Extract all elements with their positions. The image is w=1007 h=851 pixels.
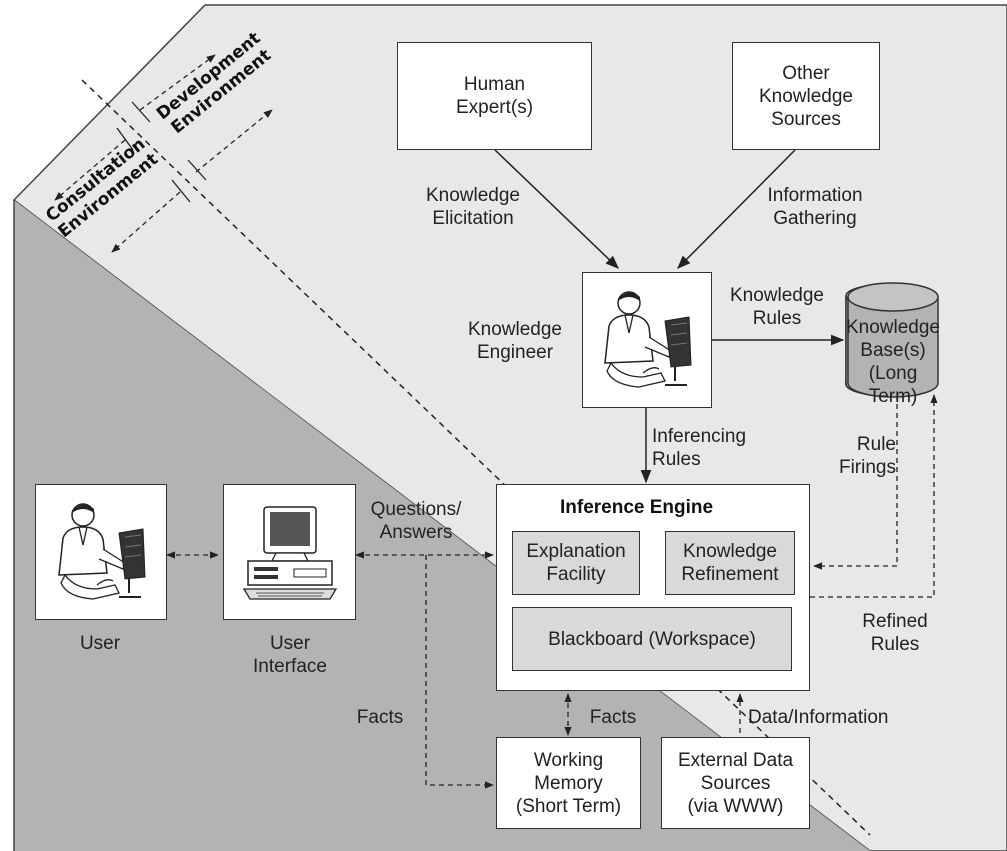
refined-rules-label: Refined Rules xyxy=(862,611,928,655)
user-label: User xyxy=(79,633,121,654)
blackboard-box: Blackboard (Workspace) xyxy=(512,607,792,671)
questions-answers-label: Questions/ Answers xyxy=(370,499,462,543)
consultation-arrow-upper xyxy=(54,139,126,201)
elicitation-arrow xyxy=(494,149,619,269)
knowledge-base-label: Knowledge Base(s) (Long Term) xyxy=(845,317,941,407)
inferencing-rules-label: Inferencing Rules xyxy=(652,426,747,470)
development-arrow-upper xyxy=(139,54,216,111)
other-knowledge-sources-box: Other Knowledge Sources xyxy=(732,42,880,150)
user-box xyxy=(35,484,167,620)
rule-firings-label: Rule Firings xyxy=(838,434,896,478)
knowledge-refinement-box: Knowledge Refinement xyxy=(665,531,795,595)
data-information-label: Data/Information xyxy=(748,707,889,728)
external-data-sources-box: External Data Sources (via WWW) xyxy=(661,737,810,829)
explanation-facility-box: Explanation Facility xyxy=(512,531,640,595)
person-at-computer-icon xyxy=(604,291,692,388)
consultation-arrow-lower xyxy=(111,191,181,253)
knowledge-engineer-box xyxy=(582,272,712,408)
person-at-computer-icon xyxy=(58,503,146,600)
information-gathering-label: Information Gathering xyxy=(767,185,863,229)
human-expert-box: Human Expert(s) xyxy=(397,42,592,150)
desktop-computer-icon xyxy=(242,506,337,600)
working-memory-box: Working Memory (Short Term) xyxy=(496,737,641,829)
rule-firings-arrow xyxy=(813,395,898,570)
inference-engine-title: Inference Engine xyxy=(560,497,714,518)
knowledge-rules-label: Knowledge Rules xyxy=(729,285,825,329)
knowledge-elicitation-label: Knowledge Elicitation xyxy=(425,185,521,229)
knowledge-engineer-label: Knowledge Engineer xyxy=(467,319,563,363)
user-interface-label: User Interface xyxy=(253,633,327,677)
facts-left-label: Facts xyxy=(356,707,404,728)
development-arrow-lower xyxy=(195,109,273,173)
facts-right-label: Facts xyxy=(589,707,637,728)
user-interface-box xyxy=(223,484,356,620)
information-gathering-arrow xyxy=(677,149,796,269)
facts-to-memory-arrow xyxy=(425,555,494,789)
environment-boundary-line xyxy=(81,79,871,836)
